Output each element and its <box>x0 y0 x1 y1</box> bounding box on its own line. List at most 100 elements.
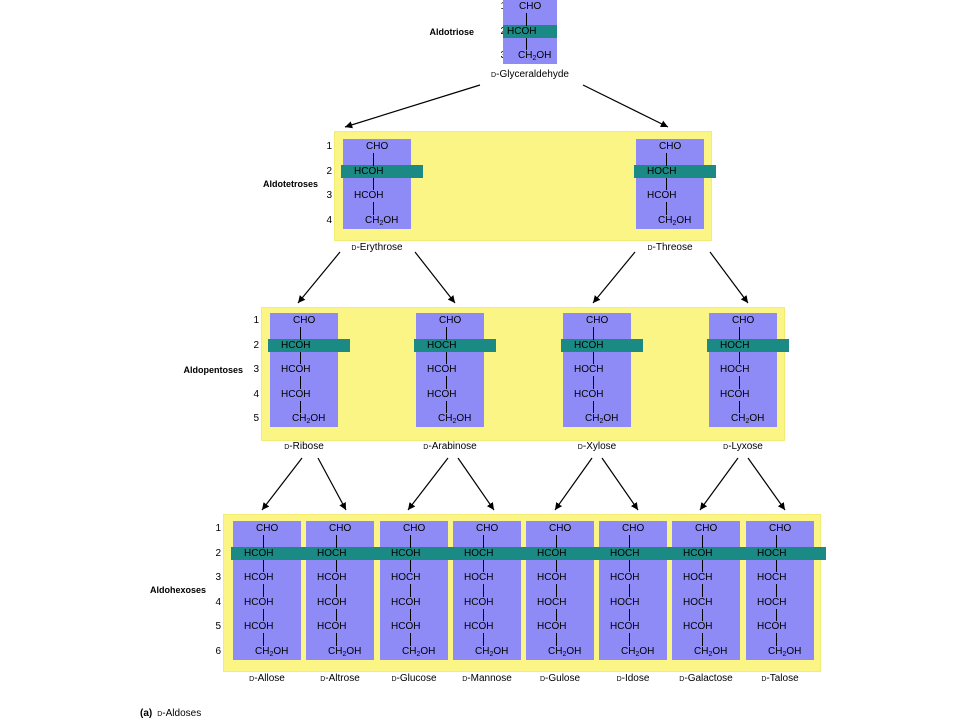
highlight-bar <box>503 24 557 38</box>
sugar-name-prefix: D <box>577 444 583 451</box>
formula-row: HCOH <box>464 621 494 632</box>
bond-line <box>739 376 740 389</box>
bond-line <box>702 584 703 597</box>
bond-line <box>776 633 777 646</box>
bond-line <box>629 559 630 572</box>
bond-line <box>263 584 264 597</box>
derivation-arrow <box>747 457 786 511</box>
highlight-bar <box>670 546 752 560</box>
derivation-arrow <box>582 84 669 128</box>
formula-row: HCOH <box>683 621 713 632</box>
highlight-bar <box>378 546 460 560</box>
formula-row: CHO <box>695 523 718 534</box>
bond-line <box>373 153 374 166</box>
bond-line <box>526 37 527 50</box>
bond-line <box>702 535 703 548</box>
formula-row: HCOH <box>720 388 750 400</box>
formula-row: HCOH <box>244 547 274 559</box>
formula-row: CH2OH <box>255 645 289 658</box>
formula-row: CHO <box>256 523 279 534</box>
sugar-card-galactose <box>672 521 740 660</box>
sugar-name-prefix: D <box>351 245 357 252</box>
bond-line <box>446 351 447 364</box>
formula-row: CH2OH <box>768 645 802 658</box>
bond-line <box>629 633 630 646</box>
bond-line <box>666 177 667 190</box>
formula-row: HCOH <box>244 621 274 632</box>
sugar-card-glucose <box>380 521 448 660</box>
formula-row: HOCH <box>610 547 640 559</box>
bond-line <box>702 608 703 621</box>
formula-row: CHO <box>586 315 609 326</box>
sugar-name-text: Altrose <box>328 673 360 684</box>
bond-line <box>446 327 447 340</box>
formula-row: HCOH <box>757 621 787 632</box>
highlight-bar <box>634 164 716 178</box>
formula-row: HCOH <box>574 388 604 400</box>
formula-row: HCOH <box>427 388 457 400</box>
sugar-name-text: Idose <box>624 673 650 684</box>
sugar-name-text: Galactose <box>687 673 733 684</box>
bond-line <box>373 177 374 190</box>
sugar-name-text: Allose <box>257 673 285 684</box>
sugar-card-idose <box>599 521 667 660</box>
sugar-card-erythrose <box>343 139 411 229</box>
formula-row: HOCH <box>537 596 567 608</box>
carbon-number: 5 <box>253 413 259 424</box>
formula-row: HCOH <box>391 621 421 632</box>
formula-row: CHO <box>659 141 682 152</box>
sugar-name-text: Glyceraldehyde <box>499 69 569 80</box>
bond-line <box>446 376 447 389</box>
sugar-name-text: Lyxose <box>731 441 763 452</box>
formula-row: HCOH <box>610 572 640 583</box>
sugar-name-text: Talose <box>769 673 799 684</box>
bond-line <box>263 535 264 548</box>
bond-line <box>629 535 630 548</box>
sugar-name-prefix: D <box>320 676 326 683</box>
carbon-number: 1 <box>253 315 259 326</box>
carbon-number: 1 <box>326 141 332 152</box>
bond-line <box>410 608 411 621</box>
sugar-card-lyxose <box>709 313 777 427</box>
formula-row: CH2OH <box>694 645 728 658</box>
formula-row: HCOH <box>317 621 347 632</box>
bond-line <box>336 633 337 646</box>
formula-row: HOCH <box>757 572 787 583</box>
derivation-arrow <box>554 457 593 511</box>
formula-row: HCOH <box>281 364 311 375</box>
figure-caption: (a)D-Aldoses <box>140 708 201 721</box>
sugar-name-prefix: D <box>647 245 653 252</box>
formula-row: CH2OH <box>328 645 362 658</box>
formula-row: HCOH <box>354 165 384 177</box>
sugar-name: D-Altrose <box>320 673 360 684</box>
formula-row: CH2OH <box>518 50 552 62</box>
formula-row: HOCH <box>391 572 421 583</box>
formula-row: CH2OH <box>585 413 619 425</box>
formula-row: HCOH <box>391 547 421 559</box>
formula-row: HOCH <box>647 165 677 177</box>
derivation-arrow <box>297 251 341 304</box>
bond-line <box>593 351 594 364</box>
derivation-arrow <box>457 457 495 511</box>
group-label: Aldopentoses <box>183 365 243 375</box>
derivation-arrow <box>261 457 303 511</box>
sugar-name: D-Xylose <box>577 441 617 452</box>
formula-row: CH2OH <box>402 645 436 658</box>
sugar-name-text: Mannose <box>470 673 512 684</box>
sugar-card-xylose <box>563 313 631 427</box>
bond-line <box>336 559 337 572</box>
formula-row: HCOH <box>427 364 457 375</box>
formula-row: HOCH <box>464 572 494 583</box>
sugar-name-prefix: D <box>423 444 429 451</box>
bond-line <box>702 633 703 646</box>
formula-row: CH2OH <box>621 645 655 658</box>
formula-row: HOCH <box>757 547 787 559</box>
derivation-arrow <box>414 251 456 304</box>
bond-line <box>300 400 301 413</box>
formula-row: HCOH <box>464 596 494 608</box>
group-label: Aldotetroses <box>262 178 318 189</box>
bond-line <box>776 608 777 621</box>
bond-line <box>556 608 557 621</box>
sugar-name-text: Gulose <box>548 673 581 684</box>
